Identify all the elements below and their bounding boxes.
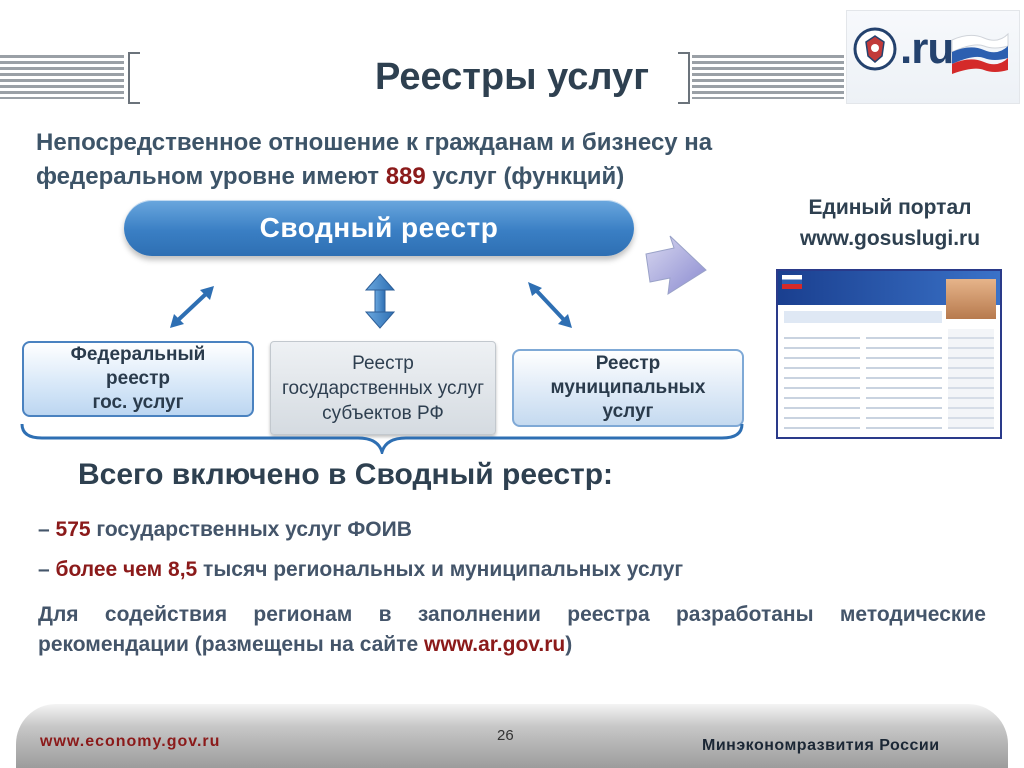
portal-screenshot-flag-icon <box>782 275 802 289</box>
recommendation-text: Для содействия регионам в заполнении рее… <box>38 603 986 656</box>
municipal-registry-line-1: Реестр <box>595 353 661 374</box>
portal-screenshot <box>776 269 1002 439</box>
portal-caption: Единый портал www.gosuslugi.ru <box>770 192 1010 254</box>
title-bracket-left <box>128 52 140 104</box>
logo-text: .ru <box>900 24 954 73</box>
intro-text: Непосредственное отношение к гражданам и… <box>36 126 836 194</box>
summary-registry-banner: Сводный реестр <box>124 200 634 256</box>
footer-ministry: Минэкономразвития России <box>702 737 940 754</box>
page-title: Реестры услуг <box>374 56 650 98</box>
emblem-icon <box>853 27 897 71</box>
grouping-brace <box>20 423 744 454</box>
title-bracket-right <box>678 52 690 104</box>
arrow-to-portal-icon <box>645 235 707 295</box>
intro-line-1: Непосредственное отношение к гражданам и… <box>36 129 713 156</box>
portal-screenshot-sidebar <box>948 329 994 429</box>
portal-url-link[interactable]: www.gosuslugi.ru <box>799 227 981 250</box>
municipal-registry-box: Реестр муниципальных услуг <box>512 349 744 427</box>
portal-screenshot-banner <box>784 311 942 323</box>
intro-line-2-suffix: услуг (функций) <box>425 163 625 190</box>
header-stripes-right <box>692 55 844 99</box>
recommendation-tail: ) <box>565 633 573 656</box>
totals-item-1-text: государственных услуг ФОИВ <box>90 518 412 541</box>
municipal-registry-line-3: услуг <box>602 401 654 422</box>
intro-line-2-prefix: федеральном уровне имеют <box>36 163 386 190</box>
regional-services-count: 8,5 <box>168 558 198 581</box>
totals-item-2-prefix: более чем <box>55 558 169 581</box>
bullet-dash-icon: – <box>38 518 56 541</box>
services-count: 889 <box>385 163 426 190</box>
russian-flag-icon <box>951 32 1009 74</box>
municipal-registry-line-2: муниципальных <box>550 377 706 398</box>
bullet-dash-icon: – <box>38 558 56 581</box>
regional-registry-line-2: государственных услуг <box>281 377 485 399</box>
totals-heading: Всего включено в Сводный реестр: <box>78 458 614 491</box>
federal-registry-label: Федеральный реестр гос. услуг <box>71 343 206 415</box>
footer-site-link[interactable]: www.economy.gov.ru <box>40 733 221 750</box>
regional-registry-box: Реестр государственных услуг субъектов Р… <box>270 341 496 435</box>
regional-registry-line-3: субъектов РФ <box>322 402 444 424</box>
intro-line-2: федеральном уровне имеют 889 услуг (функ… <box>36 160 836 194</box>
totals-item-1: – 575 государственных услуг ФОИВ <box>38 518 412 542</box>
portal-label: Единый портал <box>808 196 972 219</box>
federal-services-count: 575 <box>55 518 91 541</box>
recommendation-paragraph: Для содействия регионам в заполнении рее… <box>38 600 986 660</box>
federal-registry-line-2: реестр <box>106 368 170 389</box>
header-stripes-left <box>0 55 124 99</box>
portal-screenshot-content-left <box>784 329 860 429</box>
federal-registry-box: Федеральный реестр гос. услуг <box>22 341 254 417</box>
regional-registry-line-1: Реестр <box>352 352 414 374</box>
ar-gov-link[interactable]: www.ar.gov.ru <box>424 633 566 656</box>
arrow-municipal-icon <box>528 282 572 328</box>
footer-bar <box>16 704 1008 768</box>
portal-screenshot-content-mid <box>866 329 942 429</box>
page-number: 26 <box>497 727 514 744</box>
totals-item-2: – более чем 8,5 тысяч региональных и мун… <box>38 558 683 582</box>
totals-item-2-text: тысяч региональных и муниципальных услуг <box>197 558 684 581</box>
regional-registry-label: Реестр государственных услуг субъектов Р… <box>282 351 484 426</box>
federal-registry-line-1: Федеральный <box>70 344 206 365</box>
arrow-federal-icon <box>170 286 214 328</box>
municipal-registry-label: Реестр муниципальных услуг <box>551 352 706 424</box>
arrows-to-registries <box>170 273 572 329</box>
arrow-regional-icon <box>364 273 396 329</box>
portal-screenshot-photo <box>946 279 996 319</box>
federal-registry-line-3: гос. услуг <box>92 392 184 413</box>
